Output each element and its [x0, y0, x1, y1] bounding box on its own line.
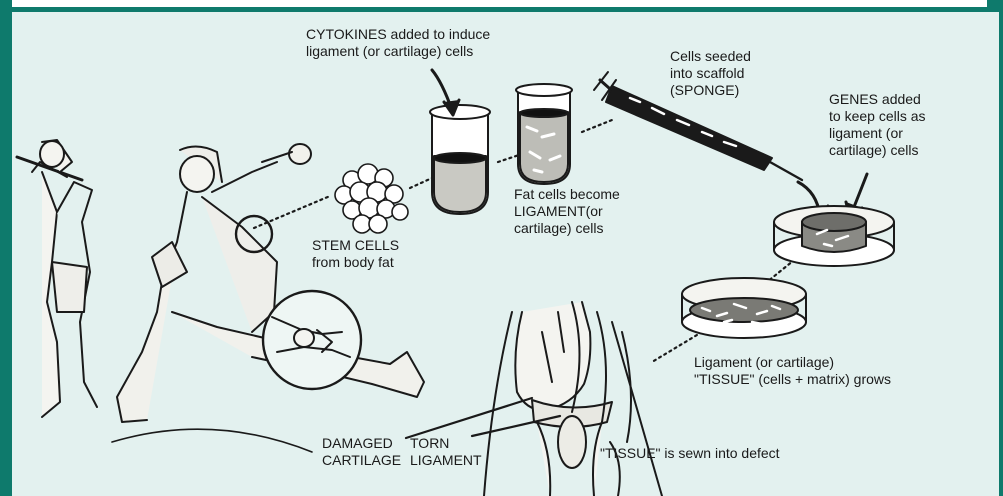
label-cytokines-line-1: CYTOKINES added to induce [306, 26, 490, 43]
label-cells-seeded: Cells seeded into scaffold (SPONGE) [670, 48, 751, 99]
label-tissue-sewn-line: "TISSUE" is sewn into defect [600, 445, 780, 462]
label-cells-seeded-line-2: into scaffold [670, 65, 751, 82]
test-tube-cytokines [430, 105, 490, 214]
label-genes-line-2: to keep cells as [829, 108, 926, 125]
diagram-panel: CYTOKINES added to induce ligament (or c… [12, 12, 999, 496]
label-stem-cells-line-2: from body fat [312, 254, 399, 271]
label-tissue-sewn: "TISSUE" is sewn into defect [600, 445, 780, 462]
label-genes-line-1: GENES added [829, 91, 926, 108]
label-genes-line-4: cartilage) cells [829, 142, 926, 159]
label-stem-cells: STEM CELLS from body fat [312, 237, 399, 271]
label-fat-cells-line-3: cartilage) cells [514, 220, 620, 237]
torn-ligament-pointer [472, 416, 560, 436]
knee-anatomy [484, 302, 662, 496]
test-tube-fat-cells [516, 84, 572, 184]
golfer-figure [17, 140, 97, 417]
label-cells-seeded-line-3: (SPONGE) [670, 82, 751, 99]
label-cytokines: CYTOKINES added to induce ligament (or c… [306, 26, 490, 60]
label-cytokines-line-2: ligament (or cartilage) cells [306, 43, 490, 60]
label-genes: GENES added to keep cells as ligament (o… [829, 91, 926, 159]
label-stem-cells-line-1: STEM CELLS [312, 237, 399, 254]
diagram-illustration [12, 12, 999, 496]
label-fat-cells-line-2: LIGAMENT(or [514, 203, 620, 220]
frame-top-notch [12, 0, 987, 7]
label-torn-line-2: LIGAMENT [410, 452, 482, 469]
stem-cells-cluster [335, 164, 408, 233]
label-damaged-cartilage: DAMAGED CARTILAGE [322, 435, 401, 469]
label-fat-cells: Fat cells become LIGAMENT(or cartilage) … [514, 186, 620, 237]
petri-dish-sponge [774, 206, 894, 266]
damaged-cartilage-pointer [406, 398, 532, 438]
label-fat-cells-line-1: Fat cells become [514, 186, 620, 203]
label-tissue-grows: Ligament (or cartilage) "TISSUE" (cells … [694, 354, 891, 388]
label-torn-ligament: TORN LIGAMENT [410, 435, 482, 469]
label-torn-line-1: TORN [410, 435, 482, 452]
label-damaged-line-2: CARTILAGE [322, 452, 401, 469]
label-genes-line-3: ligament (or [829, 125, 926, 142]
label-tissue-grows-line-1: Ligament (or cartilage) [694, 354, 891, 371]
petri-dish-tissue [682, 278, 806, 338]
label-cells-seeded-line-1: Cells seeded [670, 48, 751, 65]
label-damaged-line-1: DAMAGED [322, 435, 401, 452]
label-tissue-grows-line-2: "TISSUE" (cells + matrix) grows [694, 371, 891, 388]
